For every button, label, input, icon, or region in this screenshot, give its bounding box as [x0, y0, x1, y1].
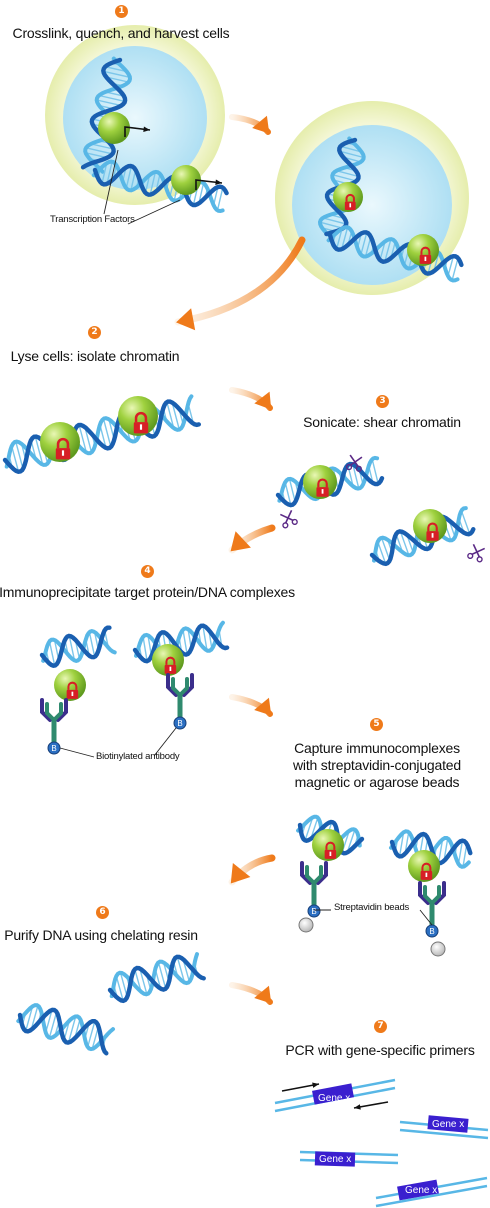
lock-icon: [344, 193, 356, 211]
step-3-title: Sonicate: shear chromatin: [303, 414, 461, 430]
dna-step-6b: [16, 1003, 115, 1056]
protein-1d: [407, 234, 439, 266]
nucleus-1: [63, 46, 207, 190]
step-1-title: Crosslink, quench, and harvest cells: [12, 25, 230, 41]
arrow-icon: [229, 387, 273, 411]
protein-5a: [312, 829, 344, 861]
scissors-icon: [345, 454, 363, 472]
primer-forward: [281, 1082, 320, 1092]
arrow-icon: [229, 694, 273, 717]
dna-step-4a: [39, 625, 117, 668]
lock-icon: [420, 862, 433, 880]
dna-step-2: [2, 394, 201, 474]
protein-5b: [408, 850, 440, 882]
gene-label-4: Gene x: [405, 1185, 438, 1196]
antibody-5b: B: [418, 881, 446, 957]
step-4-title: Immunoprecipitate target protein/DNA com…: [0, 584, 295, 600]
callout-line-tf-2: [127, 199, 181, 225]
arrow-icon: [174, 236, 306, 331]
biotin-icon: [307, 904, 321, 918]
protein-1c: [333, 182, 363, 212]
ts-arrow-1b: [195, 179, 223, 190]
bead-icon: [430, 941, 446, 957]
protein-3a: [303, 465, 337, 499]
step-5-number: 5: [370, 718, 383, 731]
gene-label-3: Gene x: [319, 1154, 352, 1165]
protein-1b: [171, 165, 201, 195]
gene-strand-4: [375, 1176, 488, 1208]
protein-ball: [98, 112, 130, 144]
step-2-number: 2: [88, 326, 101, 339]
svg-text:B: B: [429, 927, 434, 936]
step-5-title-line-3: magnetic or agarose beads: [294, 774, 460, 790]
step-3-number: 3: [376, 395, 389, 408]
step-4-number: 4: [141, 565, 154, 578]
gene-label-1: Gene x: [318, 1093, 351, 1104]
callout-line-antibody-1: [59, 747, 95, 758]
step-6-title: Purify DNA using chelating resin: [4, 927, 198, 943]
primer-reverse: [353, 1101, 389, 1110]
bead-icon: [298, 917, 314, 933]
lock-icon: [426, 522, 439, 541]
arrow-icon: [228, 524, 276, 554]
lock-icon: [133, 411, 149, 434]
step-1-number: 1: [115, 5, 128, 18]
protein-1a: [98, 112, 130, 144]
callout-line-bead-2: [419, 909, 433, 926]
svg-text:B: B: [177, 719, 182, 728]
lock-icon: [55, 437, 71, 460]
lock-icon: [164, 656, 177, 674]
step-7-number: 7: [374, 1020, 387, 1033]
gene-box: [397, 1179, 439, 1201]
lock-icon: [316, 478, 329, 497]
antibody-5a: B: [298, 861, 328, 933]
callout-line-antibody-2: [153, 727, 177, 757]
lock-icon: [324, 841, 337, 859]
gene-box: [314, 1151, 356, 1167]
gene-box: [427, 1115, 469, 1133]
gene-box: [312, 1083, 354, 1105]
gene-strand-3: [299, 1150, 399, 1167]
lock-icon: [66, 681, 79, 699]
streptavidin-beads-callout: Streptavidin beads: [334, 902, 410, 913]
protein-4b: [152, 644, 184, 676]
dna-step-6a: [107, 952, 206, 1004]
lock-icon: [419, 246, 432, 264]
biotinylated-antibody-callout: Biotinylated antibody: [96, 751, 180, 762]
ts-arrow-1a: [124, 126, 151, 137]
protein-ball: [171, 165, 201, 195]
scissors-icon: [279, 509, 298, 529]
callout-line-tf-1: [103, 149, 119, 215]
biotin-icon: [173, 716, 187, 730]
step-6-number: 6: [96, 906, 109, 919]
arrow-icon: [229, 982, 273, 1005]
svg-text:B: B: [51, 744, 56, 753]
step-5-title-line-1: Capture immunocomplexes: [294, 740, 460, 756]
dna-step-1a: [80, 56, 133, 174]
gene-label-2: Gene x: [432, 1119, 465, 1130]
transcription-factors-callout: Transcription Factors: [50, 214, 135, 225]
antibody-4b: B: [166, 673, 194, 730]
step-2-title: Lyse cells: isolate chromatin: [10, 348, 180, 364]
protein-2a: [40, 422, 80, 462]
arrow-icon: [229, 114, 271, 135]
gene-strand-1: [274, 1078, 396, 1113]
svg-text:B: B: [311, 907, 316, 916]
scissors-icon: [467, 543, 486, 563]
protein-4a: [54, 669, 86, 701]
protein-2b: [118, 396, 158, 436]
step-7-title: PCR with gene-specific primers: [285, 1042, 475, 1058]
antibody-4a: B: [40, 698, 68, 755]
step-5-title-line-2: with streptavidin-conjugated: [293, 757, 461, 773]
protein-3b: [413, 509, 447, 543]
gene-strand-2: [399, 1115, 489, 1140]
arrow-icon: [228, 854, 276, 886]
